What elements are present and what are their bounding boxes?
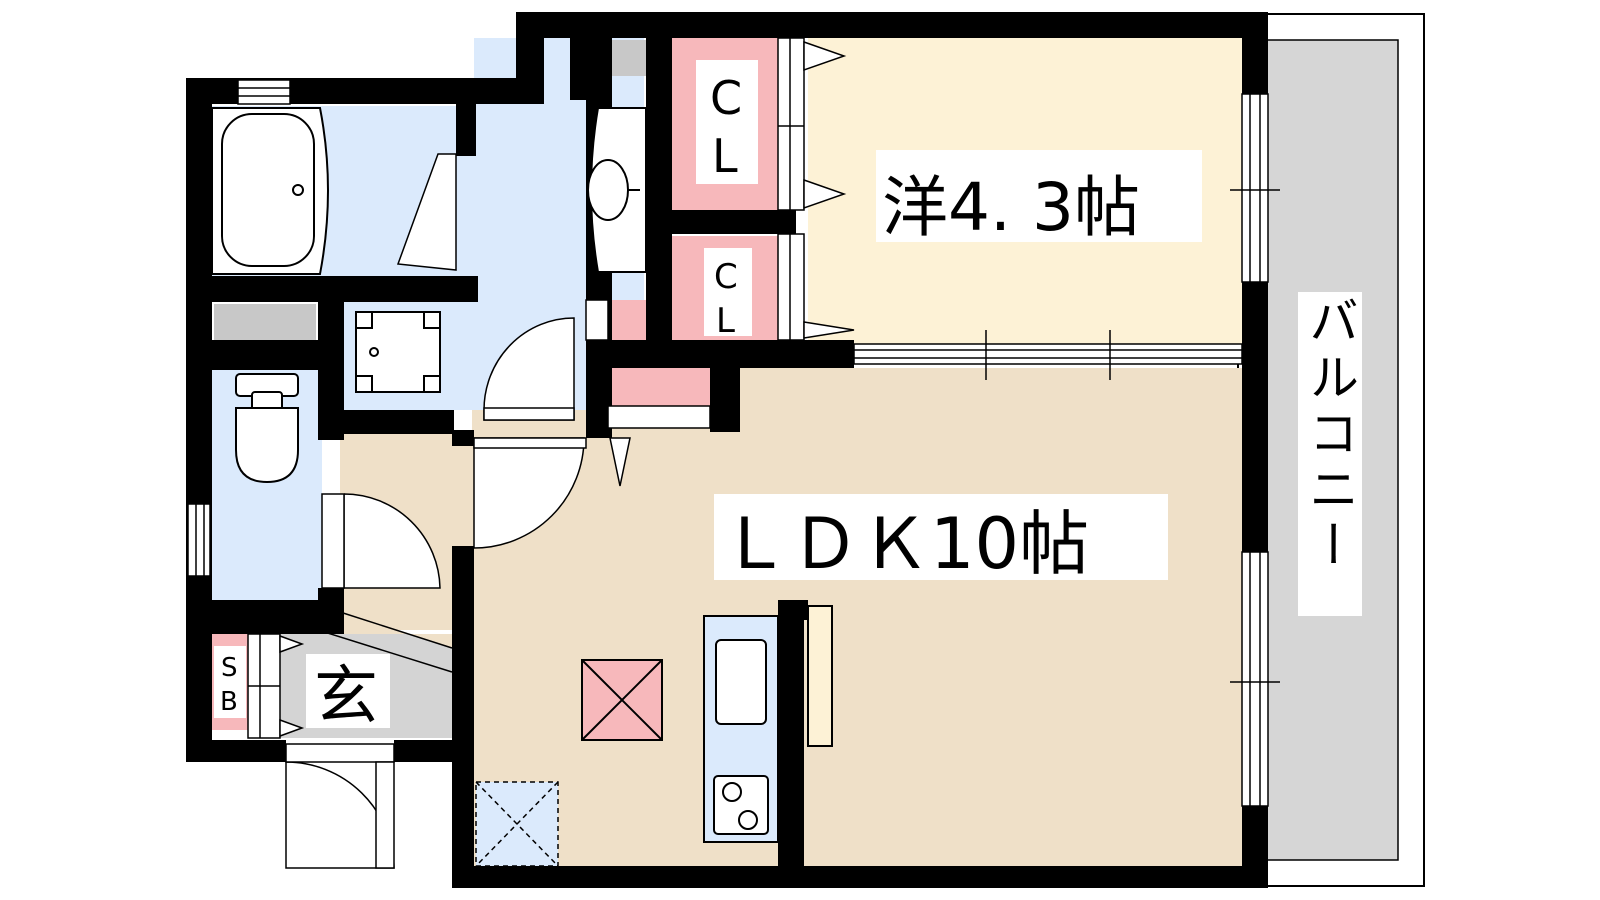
entrance-step [317, 611, 453, 673]
entrance-label: 玄 [314, 660, 378, 734]
balcony: バルコニー [1237, 13, 1425, 887]
ldk-label: ＬＤＫ10帖 [720, 503, 1089, 585]
closet-upper-c: C [710, 71, 742, 125]
swing-doors [285, 153, 587, 869]
bathtub [211, 107, 329, 275]
closet-lower-c: C [714, 257, 738, 297]
windows [187, 79, 1280, 807]
fridge-space [475, 781, 559, 867]
shoe-box-s: S [221, 653, 238, 683]
duct-space [581, 659, 663, 741]
walls [186, 12, 1268, 888]
ldk-floor [472, 368, 1242, 866]
closet-upper-l: L [712, 129, 738, 183]
closet-doors [247, 37, 855, 739]
sliding-partition [853, 330, 1243, 380]
wash-basin [587, 107, 647, 273]
closet-lower-l: L [716, 301, 735, 341]
balcony-label: バルコニー [1301, 295, 1359, 575]
room-labels: 洋4. 3帖 ＬＤＫ10帖 C L C L S B 玄 [214, 60, 1202, 734]
toilet [235, 373, 299, 484]
kitchen-counter [703, 605, 833, 843]
shoe-box-b: B [220, 687, 238, 717]
western-room-label: 洋4. 3帖 [882, 169, 1140, 246]
washing-machine-pan [355, 311, 441, 393]
